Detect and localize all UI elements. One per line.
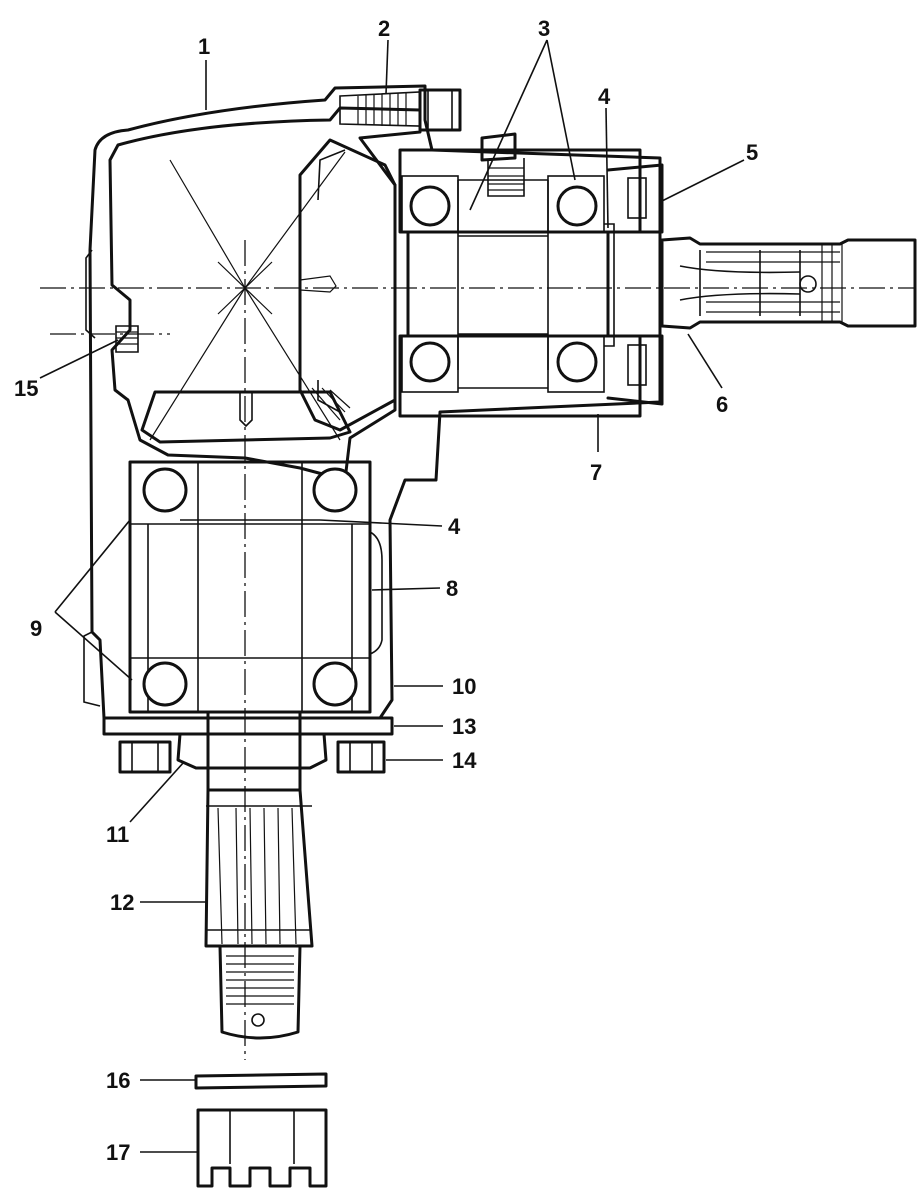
gearbox-housing (85, 84, 662, 720)
callout-15: 15 (14, 376, 38, 401)
callout-5: 5 (746, 140, 758, 165)
callout-labels: 1 2 3 4 5 6 7 4 8 9 10 11 12 13 14 15 16… (14, 16, 758, 1165)
pinion-gear (298, 138, 397, 432)
input-shaft-bearing-balls (142, 467, 358, 707)
callout-4-top: 4 (598, 84, 611, 109)
cotter-pin (194, 1072, 328, 1090)
output-shaft-bearing-balls (409, 185, 598, 383)
callout-16: 16 (106, 1068, 130, 1093)
callout-17: 17 (106, 1140, 130, 1165)
callout-7: 7 (590, 460, 602, 485)
output-shaft-assembly (398, 148, 917, 418)
center-lines (40, 151, 915, 1060)
callout-8: 8 (446, 576, 458, 601)
castle-nut (196, 1108, 328, 1188)
ring-gear (140, 390, 352, 444)
input-shaft-assembly (102, 460, 394, 792)
callout-10: 10 (452, 674, 476, 699)
callout-1: 1 (198, 34, 210, 59)
splined-shaft (204, 788, 314, 1040)
callout-6: 6 (716, 392, 728, 417)
callout-4-mid: 4 (448, 514, 461, 539)
callout-3: 3 (538, 16, 550, 41)
top-bolt (480, 132, 525, 197)
vent-plug (339, 88, 462, 132)
callout-9: 9 (30, 616, 42, 641)
callout-2: 2 (378, 16, 390, 41)
side-cover (83, 631, 101, 707)
callout-14: 14 (452, 748, 477, 773)
callout-13: 13 (452, 714, 476, 739)
callout-12: 12 (110, 890, 134, 915)
set-screw (115, 325, 139, 353)
callout-11: 11 (106, 822, 129, 847)
leader-lines (39, 39, 745, 1153)
capscrews (118, 740, 386, 774)
